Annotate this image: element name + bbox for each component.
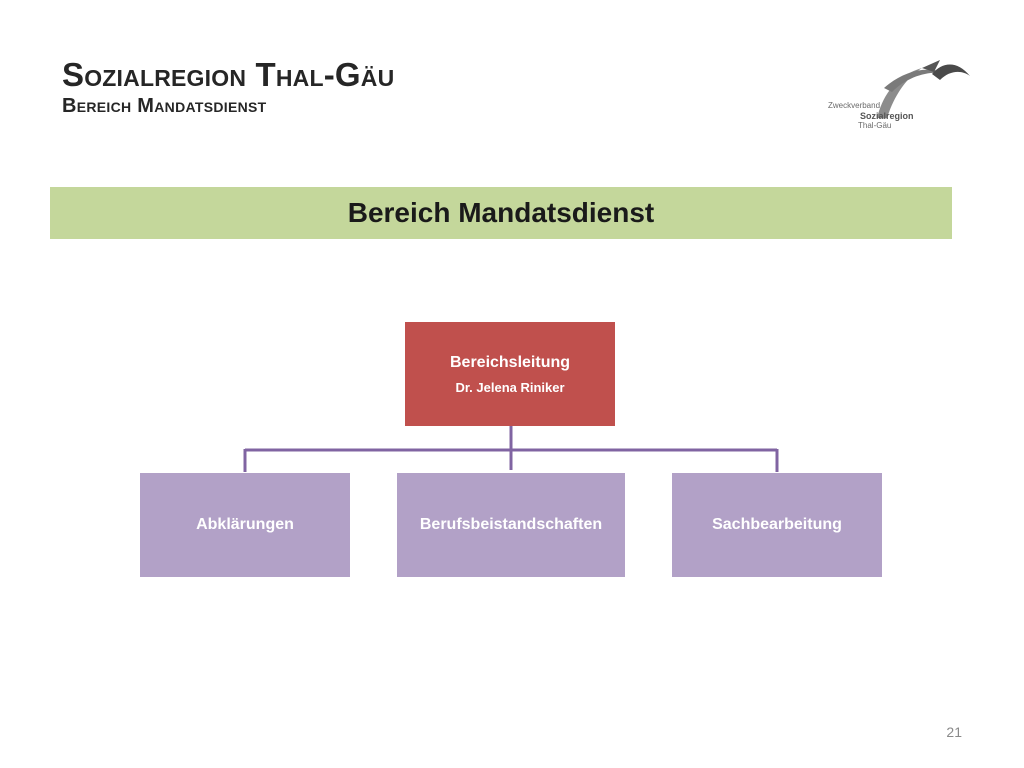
page-number: 21	[946, 724, 962, 740]
org-node-abklaerungen: Abklärungen	[140, 473, 350, 577]
section-banner-title: Bereich Mandatsdienst	[347, 197, 655, 228]
org-node-label: Sachbearbeitung	[712, 516, 842, 533]
section-banner: Bereich Mandatsdienst	[50, 187, 952, 239]
slide-title-subtitle: Bereich Mandatsdienst	[62, 95, 267, 117]
organization-logo: Zweckverband Sozialregion Thal-Gäu	[822, 58, 977, 140]
org-node-label: Abklärungen	[196, 516, 294, 533]
org-node-lead-person: Dr. Jelena Riniker	[455, 379, 565, 395]
org-node-sachbearbeitung: Sachbearbeitung	[672, 473, 882, 577]
logo-text-line2: Sozialregion	[860, 111, 914, 121]
bird-logo-icon	[877, 60, 970, 118]
org-node-berufsbeistandschaften: Berufsbeistandschaften	[397, 473, 625, 577]
logo-text-line1: Zweckverband	[828, 101, 881, 110]
org-node-label: Berufsbeistandschaften	[419, 516, 603, 533]
org-node-bereichsleitung: Bereichsleitung Dr. Jelena Riniker	[405, 322, 615, 426]
slide-title-main: Sozialregion Thal-Gäu	[62, 56, 395, 93]
org-node-lead-role: Bereichsleitung	[449, 353, 571, 371]
logo-text-line3: Thal-Gäu	[858, 121, 892, 130]
slide-title: Sozialregion Thal-Gäu Bereich Mandatsdie…	[62, 58, 394, 116]
